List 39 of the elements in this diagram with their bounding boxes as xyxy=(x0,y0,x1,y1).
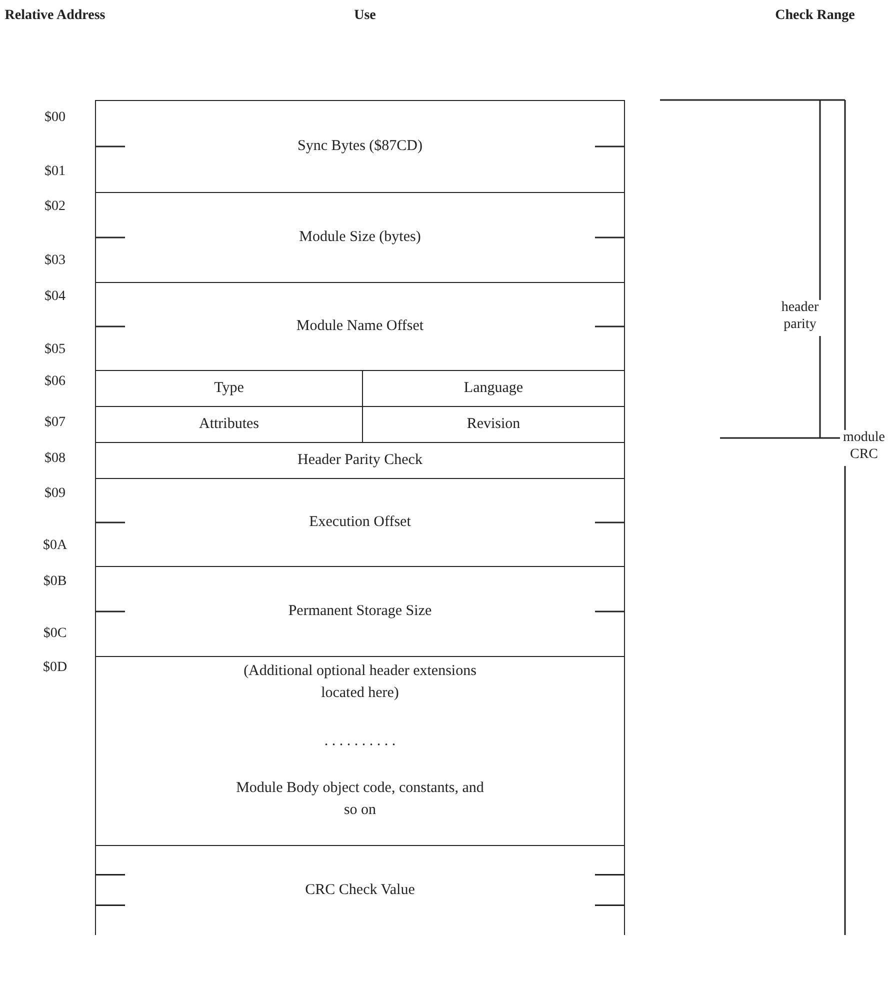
header-field-box xyxy=(95,478,625,567)
header-field-box xyxy=(95,656,625,846)
header-field-box xyxy=(95,845,625,935)
address-label: $03 xyxy=(44,253,66,270)
field-label: Module Size (bytes) xyxy=(299,229,421,246)
address-label: $02 xyxy=(44,199,66,216)
field-label: Module Name Offset xyxy=(296,318,424,335)
ellipsis-dots: . . . . . . . . . . xyxy=(324,732,396,750)
column-heading: Check Range xyxy=(774,8,856,25)
address-label: $0D xyxy=(42,660,68,677)
address-label: $0B xyxy=(42,574,68,591)
address-label: $08 xyxy=(44,451,66,468)
field-label: (Additional optional header extensions located here) xyxy=(242,662,478,703)
header-field-box xyxy=(95,282,625,371)
field-label: Permanent Storage Size xyxy=(288,603,432,620)
field-label: Revision xyxy=(466,416,520,433)
header-field-box xyxy=(95,100,625,193)
field-label: CRC Check Value xyxy=(305,882,415,899)
address-label: $09 xyxy=(44,486,66,503)
address-label: $0A xyxy=(42,538,68,555)
column-heading: Relative Address xyxy=(4,8,106,25)
column-heading: Use xyxy=(353,8,377,25)
header-field-box xyxy=(95,566,625,657)
field-label: Execution Offset xyxy=(309,514,411,531)
field-label: Module Body object code, constants, and so on xyxy=(235,779,485,820)
field-label: Sync Bytes ($87CD) xyxy=(298,138,422,155)
header-field-box xyxy=(95,442,625,479)
address-label: $07 xyxy=(44,415,66,432)
address-label: $05 xyxy=(44,342,66,359)
field-label: Attributes xyxy=(199,416,259,433)
field-label: Header Parity Check xyxy=(298,452,422,469)
address-label: $01 xyxy=(44,164,66,181)
address-label: $04 xyxy=(44,289,66,306)
field-label: Language xyxy=(464,380,524,397)
address-label: $00 xyxy=(44,110,66,127)
field-label: Type xyxy=(214,380,244,397)
address-label: $06 xyxy=(44,374,66,391)
header-field-box xyxy=(95,192,625,283)
address-label: $0C xyxy=(42,626,68,643)
